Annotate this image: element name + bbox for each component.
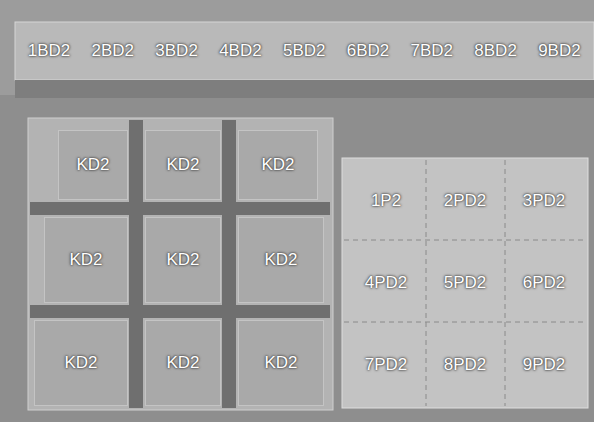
specimen-label: KD2 <box>76 155 109 175</box>
specimen-label: 4BD2 <box>219 41 262 61</box>
tie-bar <box>30 202 330 215</box>
cut-line <box>344 240 586 241</box>
specimen-label: 9PD2 <box>523 355 566 375</box>
cube-specimen: KD2 <box>238 320 324 406</box>
specimen-label: 2BD2 <box>92 41 135 61</box>
specimen-label: 2PD2 <box>444 191 487 211</box>
cube-specimen: KD2 <box>238 130 318 200</box>
floor <box>0 95 594 422</box>
specimen-label: 7PD2 <box>365 355 408 375</box>
beam-specimen: 1BD2 <box>18 30 80 72</box>
specimen-label: 9BD2 <box>538 41 581 61</box>
cut-line <box>426 160 427 406</box>
specimen-label: 1BD2 <box>28 41 71 61</box>
slab-specimen: 2PD2 <box>427 163 503 239</box>
specimen-label: 8BD2 <box>474 41 517 61</box>
cube-specimen: KD2 <box>58 130 128 200</box>
cut-line <box>344 322 586 323</box>
specimen-label: 6PD2 <box>523 273 566 293</box>
slab-specimen: 6PD2 <box>506 245 582 321</box>
slab-specimen: 5PD2 <box>427 245 503 321</box>
beam-specimen: 8BD2 <box>465 30 527 72</box>
slab-specimen: 9PD2 <box>506 327 582 403</box>
specimen-label: 6BD2 <box>347 41 390 61</box>
specimen-label: 8PD2 <box>444 355 487 375</box>
specimen-label: KD2 <box>264 250 297 270</box>
specimen-label: 5BD2 <box>283 41 326 61</box>
specimen-label: 4PD2 <box>365 273 408 293</box>
tie-bar <box>129 120 143 408</box>
slab-specimen: 3PD2 <box>506 163 582 239</box>
slab-specimen: 1P2 <box>348 163 424 239</box>
grid-base <box>28 118 333 410</box>
slab-specimen: 4PD2 <box>348 245 424 321</box>
beam-specimen: 2BD2 <box>82 30 144 72</box>
specimen-label: 1P2 <box>371 191 401 211</box>
cube-specimen: KD2 <box>238 217 324 303</box>
specimen-label: KD2 <box>264 353 297 373</box>
beam-specimen: 6BD2 <box>337 30 399 72</box>
cube-specimen: KD2 <box>145 130 221 200</box>
specimen-label: KD2 <box>64 353 97 373</box>
beam-top-face <box>15 22 594 80</box>
tie-bar <box>30 305 330 318</box>
specimen-label: KD2 <box>166 155 199 175</box>
specimen-label: KD2 <box>166 353 199 373</box>
specimen-label: KD2 <box>166 250 199 270</box>
beam-side-face <box>15 80 594 98</box>
cube-specimen: KD2 <box>44 217 128 303</box>
beam-specimen: 5BD2 <box>273 30 335 72</box>
beam-specimen: 9BD2 <box>528 30 590 72</box>
specimen-label: 5PD2 <box>444 273 487 293</box>
cube-specimen: KD2 <box>145 217 221 303</box>
cube-specimen: KD2 <box>34 320 128 406</box>
slab <box>342 158 588 408</box>
specimen-label: 3BD2 <box>155 41 198 61</box>
beam-specimen: 7BD2 <box>401 30 463 72</box>
slab-specimen: 7PD2 <box>348 327 424 403</box>
beam-specimen: 3BD2 <box>146 30 208 72</box>
specimen-label: KD2 <box>69 250 102 270</box>
specimen-label: 7BD2 <box>411 41 454 61</box>
slab-specimen: 8PD2 <box>427 327 503 403</box>
tie-bar <box>222 120 236 408</box>
beam-specimen: 4BD2 <box>209 30 271 72</box>
specimen-label: 3PD2 <box>523 191 566 211</box>
specimen-label: KD2 <box>261 155 294 175</box>
cube-specimen: KD2 <box>145 320 221 406</box>
cut-line <box>505 160 506 406</box>
